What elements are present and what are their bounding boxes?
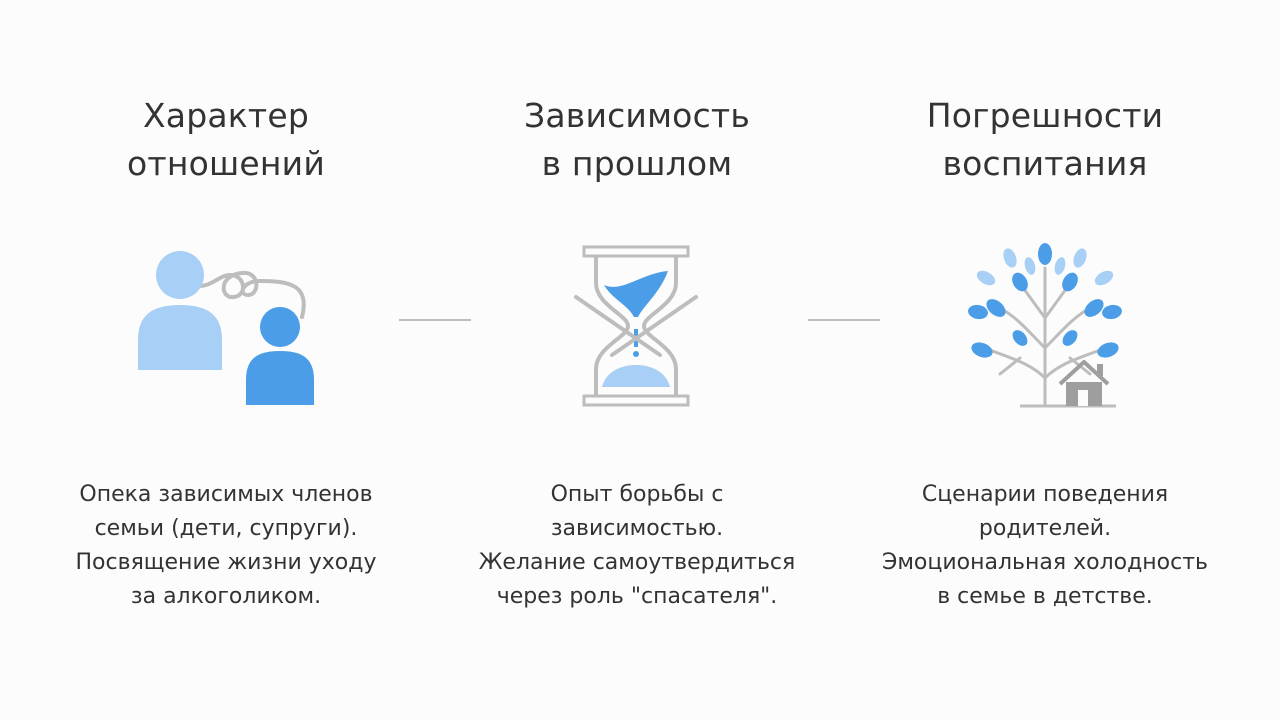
person-head-blue xyxy=(260,307,300,347)
description-line: в семье в детстве. xyxy=(937,584,1153,609)
title-line: отношений xyxy=(127,144,325,183)
hourglass-glass xyxy=(594,256,678,396)
hourglass-bottom-sand xyxy=(602,365,670,387)
tree-leaves-light xyxy=(976,248,1114,286)
cross-line-2 xyxy=(610,295,698,357)
description-line: Желание самоутвердиться xyxy=(478,550,796,575)
hourglass-top-sand xyxy=(604,271,668,317)
hourglass-bottom-plate xyxy=(582,394,690,407)
column-title-relationships: Характер отношений xyxy=(36,92,416,188)
title-line: в прошлом xyxy=(541,144,733,183)
family-tree-house-icon xyxy=(968,243,1122,408)
column-title-upbringing: Погрешности воспитания xyxy=(855,92,1235,188)
description-line: родителей. xyxy=(978,516,1112,541)
divider-left xyxy=(399,319,471,321)
tree-leaves-blue xyxy=(968,243,1122,358)
description-line: через роль "спасателя". xyxy=(496,584,778,609)
description-line: за алкоголиком. xyxy=(130,584,322,609)
hourglass-sand-drop xyxy=(633,351,639,357)
description-line: зависимостью. xyxy=(550,516,724,541)
rope-shape xyxy=(190,270,306,319)
description-line: Сценарии поведения xyxy=(921,482,1169,507)
person-head-light xyxy=(156,251,204,299)
hourglass-top-plate xyxy=(582,245,690,258)
description-line: Посвящение жизни уходу xyxy=(75,550,377,575)
description-line: Эмоциональная холодность xyxy=(881,550,1209,575)
description-line: Опека зависимых членов xyxy=(79,482,373,507)
column-description-upbringing: Сценарии поведения родителей. Эмоциональ… xyxy=(845,478,1245,614)
column-title-dependency: Зависимость в прошлом xyxy=(447,92,827,188)
description-line: Опыт борьбы с xyxy=(550,482,724,507)
people-knot-icon xyxy=(138,251,314,405)
crossed-hourglass-icon xyxy=(574,245,698,407)
person-body-blue xyxy=(246,351,314,405)
column-description-relationships: Опека зависимых членов семьи (дети, супр… xyxy=(26,478,426,614)
cross-line-1 xyxy=(574,295,662,357)
title-line: Характер xyxy=(142,96,309,135)
column-description-dependency: Опыт борьбы с зависимостью. Желание само… xyxy=(437,478,837,614)
title-line: воспитания xyxy=(942,144,1148,183)
person-body-light xyxy=(138,305,222,370)
description-line: семьи (дети, супруги). xyxy=(94,516,358,541)
title-line: Зависимость xyxy=(524,96,750,135)
divider-right xyxy=(808,319,880,321)
house-icon xyxy=(1058,360,1110,406)
title-line: Погрешности xyxy=(926,96,1164,135)
